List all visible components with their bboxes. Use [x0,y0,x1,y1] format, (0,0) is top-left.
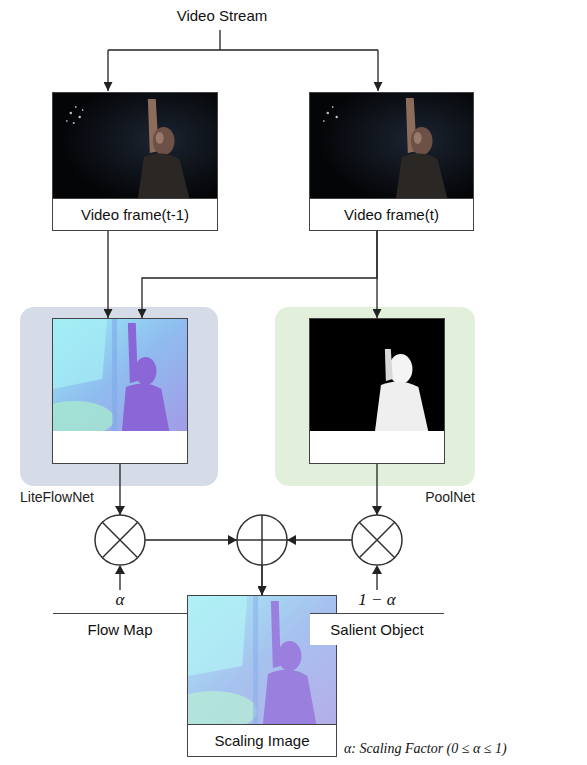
flow-connector [142,231,377,318]
drawn-shape [66,120,68,122]
drawn-shape [414,132,422,144]
drawn-shape [263,669,316,724]
arrowhead [115,565,125,574]
drawn-shape [385,349,393,381]
input-label: Video Stream [177,7,268,24]
drawn-shape [78,116,80,118]
note-text: α: Scaling Factor (0 ≤ α ≤ 1) [344,741,507,756]
drawn-shape [53,401,114,431]
drawn-shape [69,112,72,115]
image-box: Salient Object [309,318,445,464]
flow-connector [376,231,377,318]
arrowhead [372,565,382,574]
drawn-shape [389,354,413,384]
drawn-shape [95,515,145,565]
network-name: LiteFlowNet [20,489,218,505]
drawn-shape [102,522,137,557]
drawn-shape [310,93,473,198]
video-frame-image [310,93,473,198]
multiply-symbol [95,515,145,565]
drawn-shape [82,109,84,111]
drawn-shape [153,127,175,155]
factor-label: α [116,590,125,609]
network-panel: LiteFlowNet Flow Map [20,307,218,486]
drawn-shape [53,93,217,198]
drawn-shape [135,357,157,385]
drawn-shape [335,116,337,118]
factor-arrow [376,573,377,590]
drawn-shape [73,122,75,124]
stream-arrow [377,50,378,91]
drawn-shape [375,381,428,431]
drawn-shape [188,691,257,724]
multiply-symbol [352,515,402,565]
flow-connector [107,231,108,318]
drawn-shape [156,132,164,144]
image-box: Video frame(t) [309,92,474,231]
add-symbol [237,515,287,565]
drawn-shape [278,641,302,671]
image-box: Video frame(t-1) [52,92,218,231]
network-panel: PoolNet Salient Object [275,307,475,486]
image-caption: Scaling Image [188,724,336,756]
drawn-shape [310,319,444,431]
factor-label: 1 − α [358,590,395,609]
image-caption: Salient Object [310,613,444,645]
salient-object-image [310,319,444,431]
image-caption: Video frame(t) [310,198,473,230]
factor-arrow [119,573,120,590]
drawn-shape [122,383,169,431]
drawn-shape [138,153,189,198]
arrowhead [115,506,125,515]
drawn-shape [188,596,247,676]
drawn-shape [237,515,287,565]
stream-arrow [107,50,108,91]
drawn-shape [323,120,325,122]
stream-line [219,30,220,50]
drawn-shape [359,522,394,557]
drawn-shape [326,112,329,115]
arrowhead [228,535,237,545]
drawn-shape [396,153,447,198]
drawn-shape [53,319,107,389]
stream-line [108,49,378,50]
drawn-shape [75,106,77,108]
drawn-shape [332,106,334,108]
image-caption: Video frame(t-1) [53,198,217,230]
video-frame-image [53,93,217,198]
drawn-shape [237,515,287,565]
drawn-shape [112,319,117,431]
image-caption: Flow Map [53,613,187,645]
flow-map-image [53,319,187,431]
network-name: PoolNet [275,489,475,505]
arrowhead [372,506,382,515]
drawn-shape [253,596,258,724]
drawn-shape [352,515,402,565]
drawn-shape [411,127,433,155]
image-box: Flow Map [52,318,188,464]
arrowhead [287,535,296,545]
